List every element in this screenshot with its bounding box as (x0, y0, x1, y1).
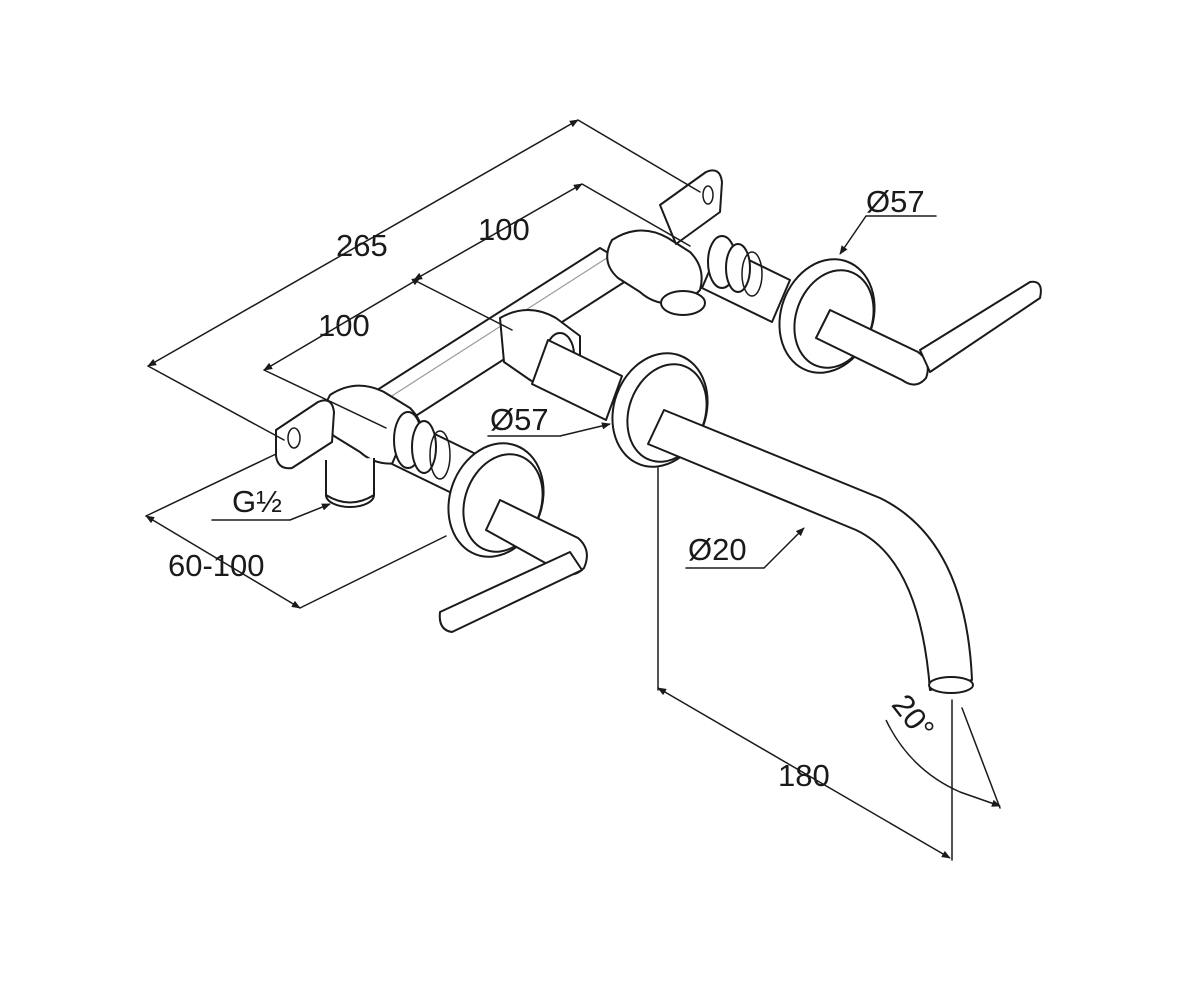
spout-angle-label: 20° (885, 688, 941, 746)
spacing-lower-label: 100 (318, 308, 370, 343)
right-rosette-diameter-label: Ø57 (866, 184, 925, 219)
spout-diameter-label: Ø20 (688, 532, 747, 567)
dim-spacing-lower: 100 (263, 277, 421, 429)
wall-depth-label: 60-100 (168, 548, 265, 583)
dim-right-rosette-diameter: Ø57 (839, 184, 937, 255)
dim-center-rosette-diameter: Ø57 (487, 402, 611, 437)
dim-spout-projection: 180 (657, 467, 953, 861)
spout-projection-label: 180 (778, 758, 830, 793)
dim-overall-width: 265 (147, 119, 701, 441)
spacing-upper-label: 100 (478, 212, 530, 247)
center-rosette-diameter-label: Ø57 (490, 402, 549, 437)
thread-size-label: G½ (232, 484, 282, 519)
spout (647, 409, 974, 694)
dim-thread-size: G½ (211, 484, 331, 521)
right-lever-handle (815, 280, 1042, 386)
left-lever-handle (438, 499, 588, 633)
dim-spout-diameter: Ø20 (685, 527, 805, 569)
dim-wall-depth: 60-100 (145, 453, 447, 609)
right-valve-stem (701, 235, 791, 323)
overall-width-label: 265 (336, 228, 388, 263)
dim-spout-angle: 20° (885, 688, 1001, 809)
dim-spacing-upper: 100 (413, 183, 691, 331)
